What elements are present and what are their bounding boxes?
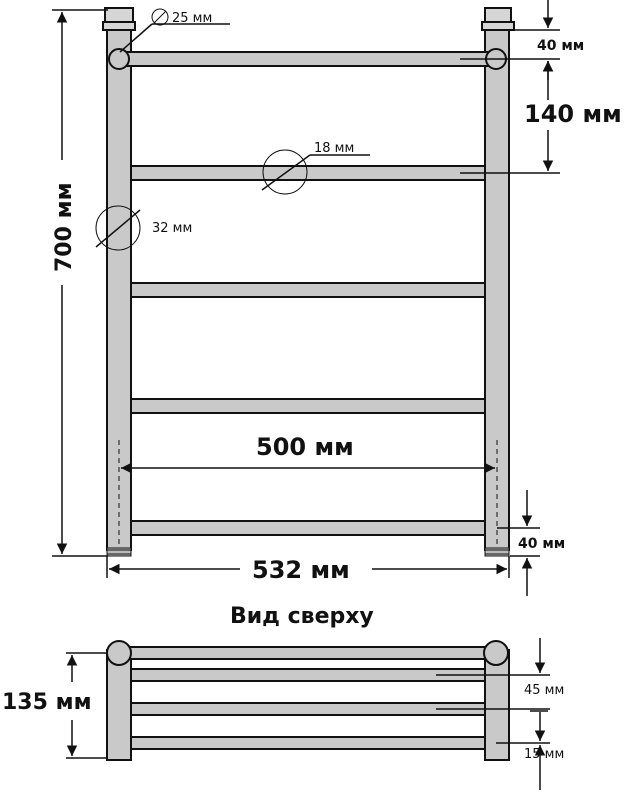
dim-40-bottom-label: 40 мм [518,536,565,552]
top-view-title: Вид сверху [230,604,374,629]
rail-2 [130,165,486,181]
dim-diameter-18: 18 мм [261,141,370,195]
dim-diameter-32: 32 мм [95,205,192,251]
dim-45-label: 45 мм [524,683,564,698]
dim-140: 140 мм [460,61,622,174]
dim-532: 532 мм [106,556,510,584]
rail-4 [130,398,486,414]
top-rail-left-end [108,48,130,70]
top-view-rail-4 [130,736,486,750]
left-top-nut [102,21,136,31]
right-top-cap [484,7,512,23]
top-view-rail-3 [130,702,486,716]
diam-rail-label: 18 мм [314,141,354,156]
dim-135-label: 135 мм [2,690,92,715]
top-rail [118,51,498,67]
dim-135: 135 мм [2,652,108,759]
top-view-left-end [106,640,132,666]
dim-700: 700 мм [52,9,108,557]
dim-45: 45 мм [436,638,564,710]
dim-500-label: 500 мм [256,433,354,461]
left-top-cap [104,7,134,23]
dim-140-label: 140 мм [524,100,622,128]
dim-500: 500 мм [121,433,495,474]
rail-3 [130,282,486,298]
dim-diameter-25: 25 мм [119,8,230,53]
top-view-rail-1 [118,646,498,660]
dim-532-label: 532 мм [252,556,350,584]
dim-15-label: 15 мм [524,747,564,762]
diam-post-label: 32 мм [152,221,192,236]
top-view-left-post [106,649,132,761]
right-top-nut [481,21,515,31]
dim-700-label: 700 мм [52,182,77,272]
top-view-rail-2 [130,668,486,682]
top-view [106,640,510,761]
front-view [102,7,515,557]
right-bottom-thread [484,547,510,557]
dim-15: 15 мм [496,710,564,790]
dim-40-bottom: 40 мм [497,490,565,596]
rail-5 [130,520,486,536]
dim-40-top-label: 40 мм [537,38,584,54]
top-view-right-end [483,640,509,666]
diam-top-label: 25 мм [172,11,212,26]
dim-40-top: 40 мм [460,0,584,80]
left-bottom-thread [106,547,132,557]
